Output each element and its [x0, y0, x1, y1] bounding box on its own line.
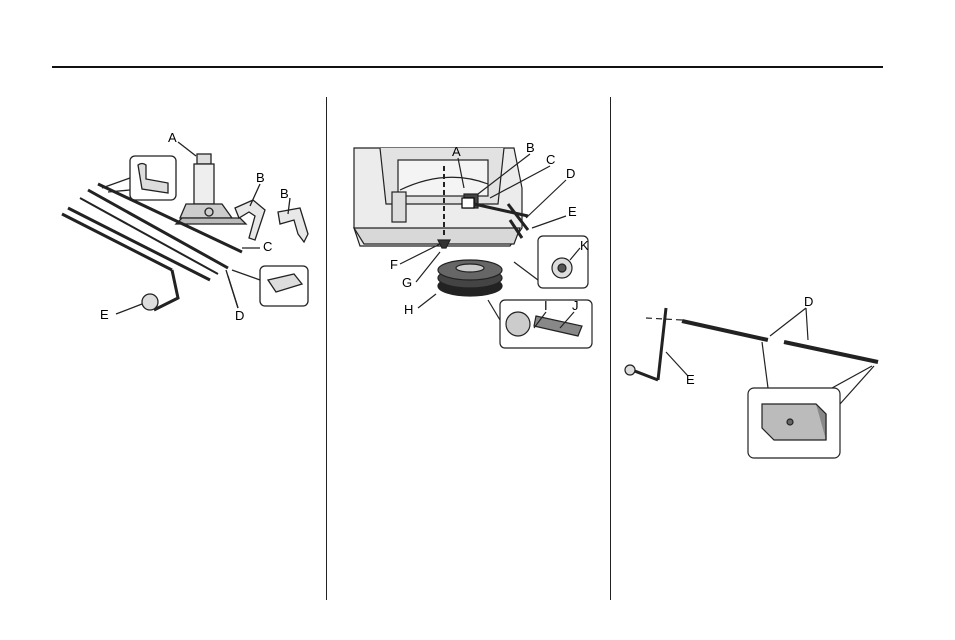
label-g: G — [402, 275, 412, 290]
jack-and-tools-icon: A B B C D E — [50, 120, 320, 330]
label-e: E — [686, 372, 695, 387]
spare-tire-hoist-icon: A B C D E F G H I J K — [340, 140, 600, 355]
column-divider-right — [610, 97, 611, 600]
label-b: B — [526, 140, 535, 155]
figure-spare-tire-hoist: A B C D E F G H I J K — [340, 140, 600, 355]
label-d: D — [804, 294, 813, 309]
label-c: C — [546, 152, 555, 167]
label-f: F — [390, 257, 398, 272]
label-e: E — [100, 307, 109, 322]
label-j: J — [572, 298, 579, 313]
label-i: I — [544, 298, 548, 313]
label-a: A — [452, 144, 461, 159]
label-d: D — [566, 166, 575, 181]
figure-extension-assembly: D E — [622, 288, 884, 463]
header-rule — [52, 66, 883, 68]
label-k: K — [580, 238, 589, 253]
label-b1: B — [256, 170, 265, 185]
label-c: C — [263, 239, 272, 254]
extension-assembly-icon: D E — [622, 288, 884, 463]
label-h: H — [404, 302, 413, 317]
figure-jack-tools: A B B C D E — [50, 120, 320, 330]
label-d: D — [235, 308, 244, 323]
label-b2: B — [280, 186, 289, 201]
column-divider-left — [326, 97, 327, 600]
label-a: A — [168, 130, 177, 145]
label-e: E — [568, 204, 577, 219]
